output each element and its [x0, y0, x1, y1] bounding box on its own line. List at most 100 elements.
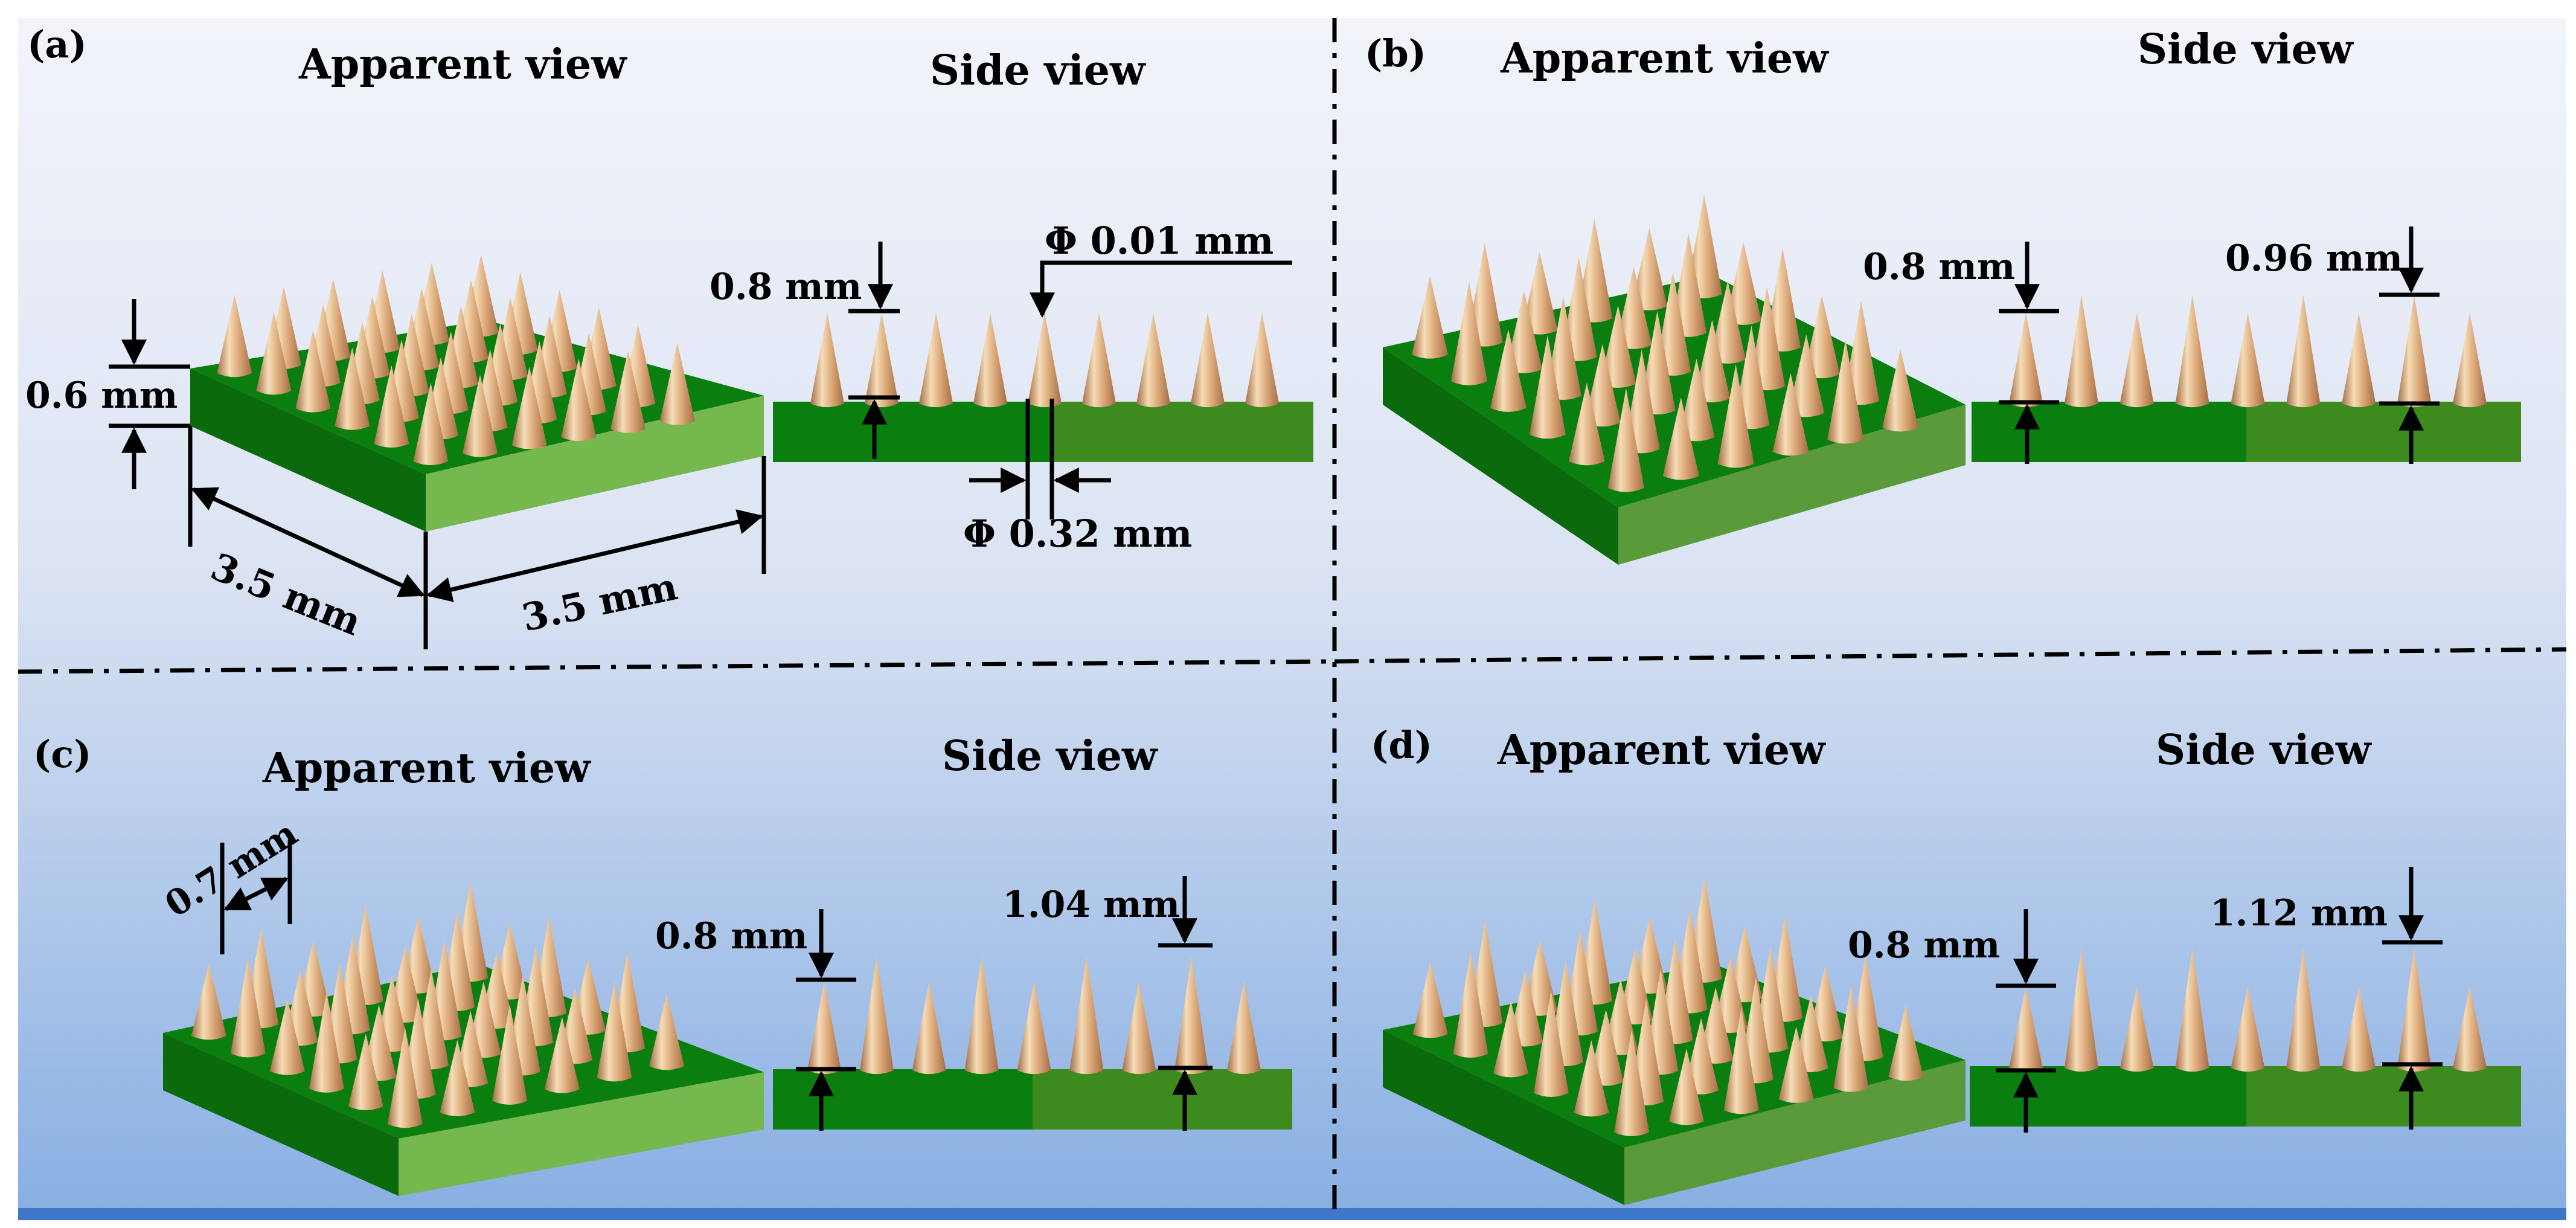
microneedle-icon	[597, 981, 632, 1082]
panel-a-needle-height-label: 0.8 mm	[710, 266, 862, 308]
microneedle-icon	[217, 294, 252, 378]
panel-c-label: (c)	[33, 732, 91, 776]
panel-a-needles	[217, 254, 695, 466]
microneedle-icon	[2064, 947, 2098, 1072]
microneedle-icon	[1574, 1040, 1609, 1117]
panel-a-base-diameter-label: Φ 0.32 mm	[963, 512, 1192, 556]
panel-c-side-dimensions: 0.8 mm 1.04 mm	[655, 876, 1213, 1131]
panel-a-thickness-dimension: 0.6 mm	[25, 299, 190, 489]
panel-d-label: (d)	[1371, 723, 1432, 767]
microneedle-icon	[2009, 986, 2043, 1072]
panel-c-side-base	[773, 1069, 1292, 1130]
microneedle-icon	[1827, 339, 1864, 444]
microneedle-icon	[1028, 313, 1062, 408]
microneedle-icon	[561, 358, 597, 442]
microneedle-icon	[973, 313, 1007, 408]
panel-a-side-title: Side view	[930, 47, 1146, 95]
microneedle-icon	[2397, 947, 2432, 1072]
microneedle-icon	[865, 313, 899, 408]
microneedle-icon	[2453, 986, 2487, 1072]
microneedle-icon	[387, 1027, 423, 1128]
microneedle-icon	[1678, 358, 1715, 442]
microneedle-icon	[191, 963, 226, 1040]
microneedle-icon	[269, 998, 305, 1075]
microneedle-icon	[2231, 313, 2265, 408]
microneedle-icon	[807, 981, 841, 1075]
microneedle-icon	[1490, 329, 1527, 413]
microneedle-icon	[309, 992, 344, 1093]
microneedle-icon	[649, 994, 685, 1070]
microneedle-icon	[1521, 252, 1558, 335]
microneedle-icon	[1882, 349, 1919, 432]
microneedle-icon	[1412, 962, 1448, 1038]
microneedle-icon	[859, 956, 894, 1075]
panel-d-side-title: Side view	[2156, 726, 2372, 774]
microneedle-icon	[230, 957, 266, 1058]
microneedle-icon	[1694, 320, 1731, 403]
microneedle-icon	[2397, 295, 2432, 408]
panel-b-needles	[1411, 194, 1919, 492]
microneedle-icon	[1453, 951, 1488, 1058]
microneedle-icon	[1069, 956, 1104, 1075]
microneedle-icon	[374, 365, 409, 448]
microneedle-icon	[2342, 986, 2376, 1072]
panel-d: (d) Apparent view Side view 0.8 mm 1.12 …	[1371, 723, 2521, 1205]
microneedle-icon	[1584, 344, 1621, 427]
microneedle-icon	[1600, 305, 1636, 388]
microneedle-icon	[2286, 295, 2321, 408]
microneedle-icon	[1191, 313, 1225, 408]
panel-b-side-base	[1972, 402, 2521, 462]
panel-a-label: (a)	[27, 22, 87, 66]
microneedle-icon	[1450, 281, 1487, 385]
microneedle-icon	[1668, 1049, 1704, 1125]
panel-b-apparent-title: Apparent view	[1500, 34, 1829, 83]
microneedle-icon	[1662, 397, 1699, 480]
microneedle-icon	[2009, 313, 2043, 408]
divider-horizontal-right	[1334, 647, 2567, 664]
microneedle-icon	[1533, 990, 1569, 1097]
microneedle-icon	[295, 330, 331, 413]
microneedle-icon	[1725, 242, 1762, 325]
panel-c-side-needles	[807, 956, 1261, 1075]
microneedle-icon	[1245, 313, 1279, 408]
panel-c: (c) Apparent view Side view 0.7 mm 0.8 m…	[33, 732, 1292, 1196]
panel-a-side-base	[773, 402, 1313, 462]
microneedle-icon	[1017, 981, 1051, 1075]
panel-c-needles	[191, 881, 685, 1128]
microneedle-icon	[2175, 947, 2209, 1072]
panel-a-side-dimensions: 0.8 mm Φ 0.01 mm Φ 0.32 mm	[710, 219, 1292, 556]
microneedle-icon	[1778, 1026, 1814, 1103]
panel-a: (a) Apparent view Side view 0.6 mm 3.5 m…	[25, 22, 1313, 649]
microneedle-icon	[1804, 295, 1841, 379]
microneedle-icon	[1833, 985, 1869, 1092]
panel-c-tall-height-label: 1.04 mm	[1002, 884, 1180, 926]
microneedle-icon	[544, 1017, 580, 1093]
microneedle-icon	[2064, 295, 2098, 408]
panel-b-side-title: Side view	[2138, 25, 2354, 74]
microneedle-icon	[2286, 947, 2321, 1072]
microneedle-icon	[1122, 981, 1156, 1075]
panel-d-side-dimensions: 0.8 mm 1.12 mm	[1848, 867, 2443, 1133]
microneedle-icon	[256, 312, 292, 395]
microneedle-icon	[1888, 1004, 1924, 1081]
microneedle-icon	[2119, 313, 2154, 408]
microneedle-icon	[919, 313, 953, 408]
microneedle-icon	[413, 382, 449, 466]
microneedle-icon	[1788, 334, 1825, 417]
microneedle-icon	[964, 956, 999, 1075]
microneedle-icon	[1174, 956, 1209, 1075]
microneedle-icon	[1568, 382, 1605, 466]
microneedle-icon	[511, 367, 547, 449]
microneedle-icon	[2231, 986, 2265, 1072]
microneedle-icon	[440, 1040, 475, 1117]
panel-a-thickness-label: 0.6 mm	[25, 375, 178, 417]
microneedle-icon	[1505, 291, 1542, 373]
panel-a-tip-diameter-label: Φ 0.01 mm	[1045, 219, 1274, 263]
microneedle-icon	[1136, 313, 1170, 408]
panel-d-short-height-label: 0.8 mm	[1848, 924, 2000, 966]
microneedle-icon	[2175, 295, 2209, 408]
divider-horizontal-left	[18, 659, 1335, 674]
microneedle-icon	[1723, 1007, 1759, 1114]
microneedle-icon	[1082, 313, 1116, 408]
